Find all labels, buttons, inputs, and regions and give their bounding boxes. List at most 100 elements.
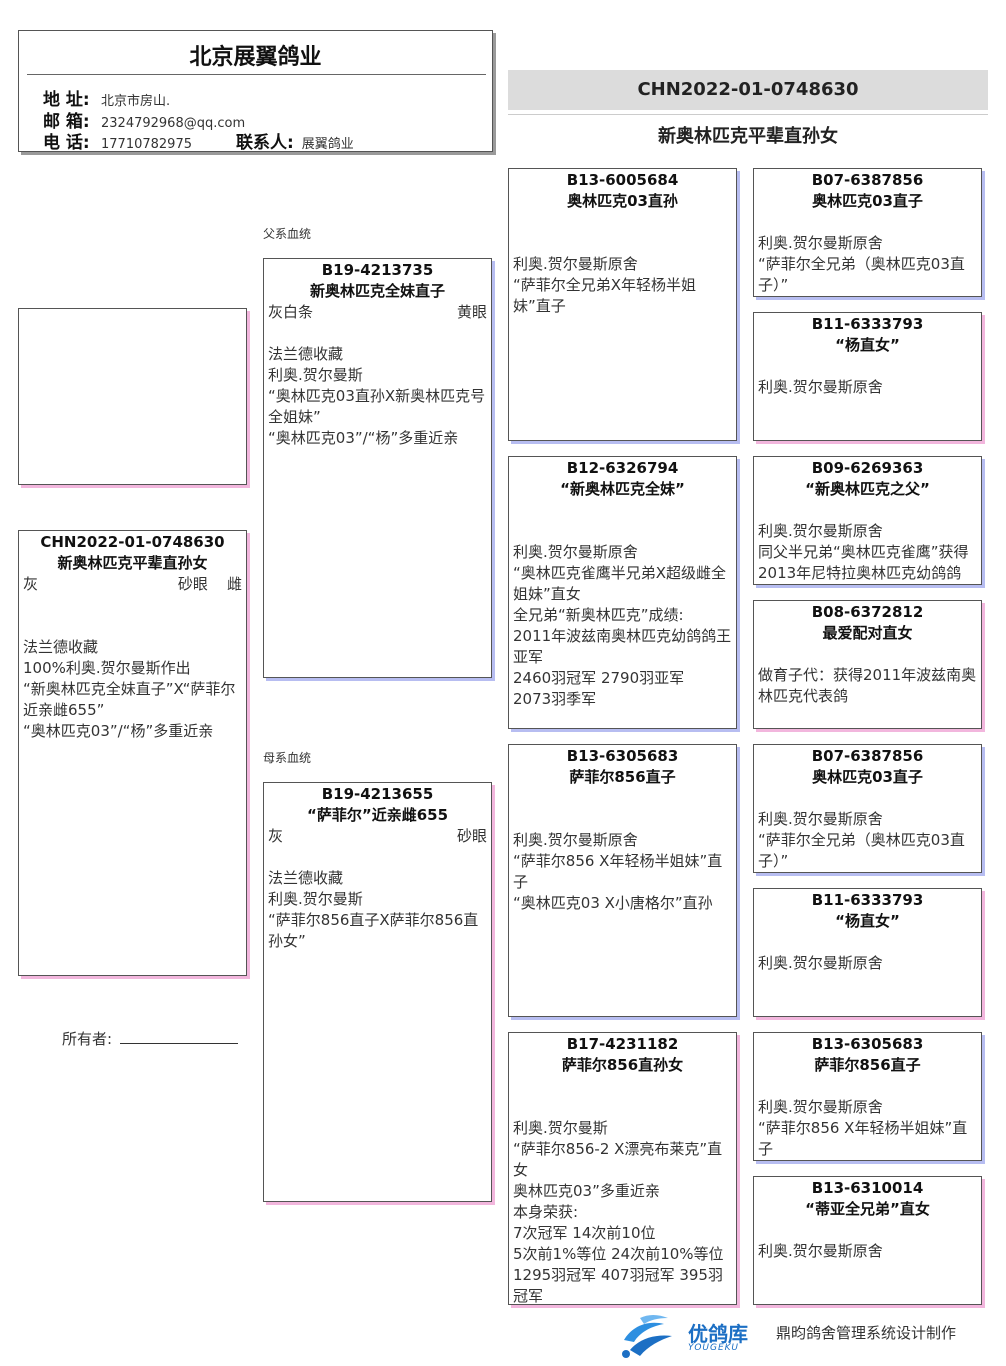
- ggp-dss-card: B07-6387856 奥林匹克03直子 利奥.贺尔曼斯原舍 “萨菲尔全兄弟（奥…: [753, 744, 982, 873]
- sire-eye: 黄眼: [456, 303, 487, 321]
- pigeon-photo: [18, 308, 247, 485]
- card-note: “萨菲尔全兄弟X年轻杨半姐妹”直子: [513, 276, 697, 315]
- card-note: 同父半兄弟“奥林匹克雀鹰”获得2013年尼特拉奥林匹克幼鸽鸽: [758, 543, 969, 582]
- card-name: “杨直女”: [835, 336, 900, 354]
- card-note: 利奥.贺尔曼斯原舍: [758, 378, 883, 396]
- card-name: 萨菲尔856直子: [569, 768, 676, 786]
- dam-line-label: 母系血统: [263, 751, 312, 765]
- subject-note: 100%利奥.贺尔曼斯作出: [23, 659, 191, 677]
- card-name: “杨直女”: [835, 912, 900, 930]
- card-ring: B13-6305683: [811, 1035, 924, 1053]
- card-ring: B08-6372812: [811, 603, 924, 621]
- card-note: 利奥.贺尔曼斯原舍: [758, 810, 883, 828]
- card-note: 2011年波兹南奥林匹克幼鸽鸽王亚军: [513, 627, 732, 666]
- subject-ring: CHN2022-01-0748630: [40, 533, 225, 551]
- subject-attributes: 灰 砂眼 雌: [23, 574, 242, 595]
- card-name: “蒂亚全兄弟”直女: [805, 1200, 930, 1218]
- subject-sex: 雌: [226, 575, 242, 593]
- sire-note: “奥林匹克03直孙X新奥林匹克号全姐妹”: [268, 387, 486, 426]
- sire-line-label: 父系血统: [263, 227, 312, 241]
- ggp-dsd-card: B11-6333793 “杨直女” 利奥.贺尔曼斯原舍: [753, 888, 982, 1017]
- card-name: “新奥林匹克全妹”: [560, 480, 685, 498]
- sire-attributes: 灰白条 黄眼: [268, 302, 487, 323]
- dam-name: “萨菲尔”近亲雌655: [306, 806, 449, 824]
- card-name: 萨菲尔856直孙女: [561, 1056, 684, 1074]
- card-note: 2073羽季军: [513, 690, 597, 708]
- phone-label: 电 话:: [43, 133, 90, 153]
- address-value: 北京市房山.: [101, 94, 171, 109]
- header-divider: [27, 74, 486, 75]
- card-name: 奥林匹克03直子: [812, 768, 923, 786]
- ggp-sds-card: B09-6269363 “新奥林匹克之父” 利奥.贺尔曼斯原舍 同父半兄弟“奥林…: [753, 456, 982, 585]
- card-name: “新奥林匹克之父”: [805, 480, 930, 498]
- card-ring: B13-6310014: [811, 1179, 924, 1197]
- email-label: 邮 箱:: [43, 112, 90, 132]
- subject-ring-banner: CHN2022-01-0748630: [508, 70, 988, 110]
- phone-value: 17710782975: [101, 137, 192, 152]
- card-note: 全兄弟“新奥林匹克”成绩:: [513, 606, 684, 624]
- card-name: 奥林匹克03直子: [812, 192, 923, 210]
- sire-color: 灰白条: [268, 303, 314, 321]
- phone-row: 电 话: 17710782975 联系人: 展翼鸽业: [43, 128, 354, 153]
- card-note: 5次前1%等位 24次前10%等位: [513, 1245, 724, 1263]
- subject-note: “新奥林匹克全妹直子”X“萨菲尔近亲雌655”: [23, 680, 236, 719]
- dam-note: “萨菲尔856直子X萨菲尔856直孙女”: [268, 911, 479, 950]
- farm-header-card: 北京展翼鸽业 地 址: 北京市房山. 邮 箱: 2324792968@qq.co…: [18, 30, 493, 153]
- card-note: 利奥.贺尔曼斯原舍: [513, 543, 638, 561]
- dam-eye: 砂眼: [456, 827, 487, 845]
- card-ring: B13-6005684: [566, 171, 679, 189]
- owner-blank-line: [120, 1030, 239, 1044]
- owner-field: 所有者:: [62, 1028, 239, 1049]
- subject-name: 新奥林匹克平辈直孙女: [57, 554, 208, 572]
- ggp-sss-card: B07-6387856 奥林匹克03直子 利奥.贺尔曼斯原舍 “萨菲尔全兄弟（奥…: [753, 168, 982, 297]
- card-name: 萨菲尔856直子: [814, 1056, 921, 1074]
- sire-note: “奥林匹克03”/“杨”多重近亲: [268, 429, 459, 447]
- owner-label: 所有者:: [62, 1030, 113, 1048]
- email-value: 2324792968@qq.com: [101, 116, 246, 131]
- sire-note: 利奥.贺尔曼斯: [268, 366, 363, 384]
- card-ring: B11-6333793: [811, 315, 924, 333]
- card-ring: B07-6387856: [811, 747, 924, 765]
- dam-card: B19-4213655 “萨菲尔”近亲雌655 灰 砂眼 法兰德收藏 利奥.贺尔…: [263, 782, 492, 1202]
- card-note: 利奥.贺尔曼斯原舍: [758, 522, 883, 540]
- dam-ring: B19-4213655: [321, 785, 434, 803]
- card-note: “萨菲尔全兄弟（奥林匹克03直子）”: [758, 831, 965, 870]
- subject-card: CHN2022-01-0748630 新奥林匹克平辈直孙女 灰 砂眼 雌 法兰德…: [18, 530, 247, 976]
- ggp-dds-card: B13-6305683 萨菲尔856直子 利奥.贺尔曼斯原舍 “萨菲尔856 X…: [753, 1032, 982, 1161]
- card-note: “萨菲尔全兄弟（奥林匹克03直子）”: [758, 255, 965, 294]
- card-note: “萨菲尔856 X年轻杨半姐妹”直子: [513, 852, 723, 891]
- card-name: 最爱配对直女: [822, 624, 913, 642]
- card-note: 利奥.贺尔曼斯原舍: [513, 255, 638, 273]
- card-note: “萨菲尔856-2 X漂亮布莱克”直女: [513, 1140, 723, 1179]
- subject-note: 法兰德收藏: [23, 638, 99, 656]
- card-note: 2460羽冠军 2790羽亚军: [513, 669, 685, 687]
- card-note: 本身荣获:: [513, 1203, 579, 1221]
- logo-text: 优鸽库: [688, 1322, 748, 1346]
- subject-note: “奥林匹克03”/“杨”多重近亲: [23, 722, 214, 740]
- card-note: 7次冠军 14次前10位: [513, 1224, 656, 1242]
- card-note: 奥林匹克03”多重近亲: [513, 1182, 660, 1200]
- card-note: 利奥.贺尔曼斯: [513, 1119, 608, 1137]
- farm-name: 北京展翼鸽业: [189, 45, 322, 70]
- address-label: 地 址:: [43, 90, 90, 110]
- footer-credit: 鼎昀鸽舍管理系统设计制作: [776, 1324, 957, 1342]
- card-note: “奥林匹克03 X小唐格尔”直孙: [513, 894, 713, 912]
- card-note: “奥林匹克雀鹰半兄弟X超级雌全姐妹”直女: [513, 564, 727, 603]
- card-ring: B17-4231182: [566, 1035, 679, 1053]
- card-ring: B11-6333793: [811, 891, 924, 909]
- banner-underline: [508, 114, 988, 115]
- card-name: 奥林匹克03直孙: [567, 192, 678, 210]
- card-note: 利奥.贺尔曼斯原舍: [758, 234, 883, 252]
- subject-name-banner: 新奥林匹克平辈直孙女: [658, 126, 838, 147]
- dam-color: 灰: [268, 827, 284, 845]
- card-ring: B07-6387856: [811, 171, 924, 189]
- card-note: 利奥.贺尔曼斯原舍: [758, 1242, 883, 1260]
- sire-ring: B19-4213735: [321, 261, 434, 279]
- contact-value: 展翼鸽业: [301, 137, 354, 152]
- ggp-sdd-card: B08-6372812 最爱配对直女 做育子代：获得2011年波兹南奥林匹克代表…: [753, 600, 982, 729]
- ggp-ssd-card: B11-6333793 “杨直女” 利奥.贺尔曼斯原舍: [753, 312, 982, 441]
- sire-card: B19-4213735 新奥林匹克全妹直子 灰白条 黄眼 法兰德收藏 利奥.贺尔…: [263, 258, 492, 678]
- sire-name: 新奥林匹克全妹直子: [309, 282, 445, 300]
- card-note: “萨菲尔856 X年轻杨半姐妹”直子: [758, 1119, 968, 1158]
- dam-note: 法兰德收藏: [268, 869, 344, 887]
